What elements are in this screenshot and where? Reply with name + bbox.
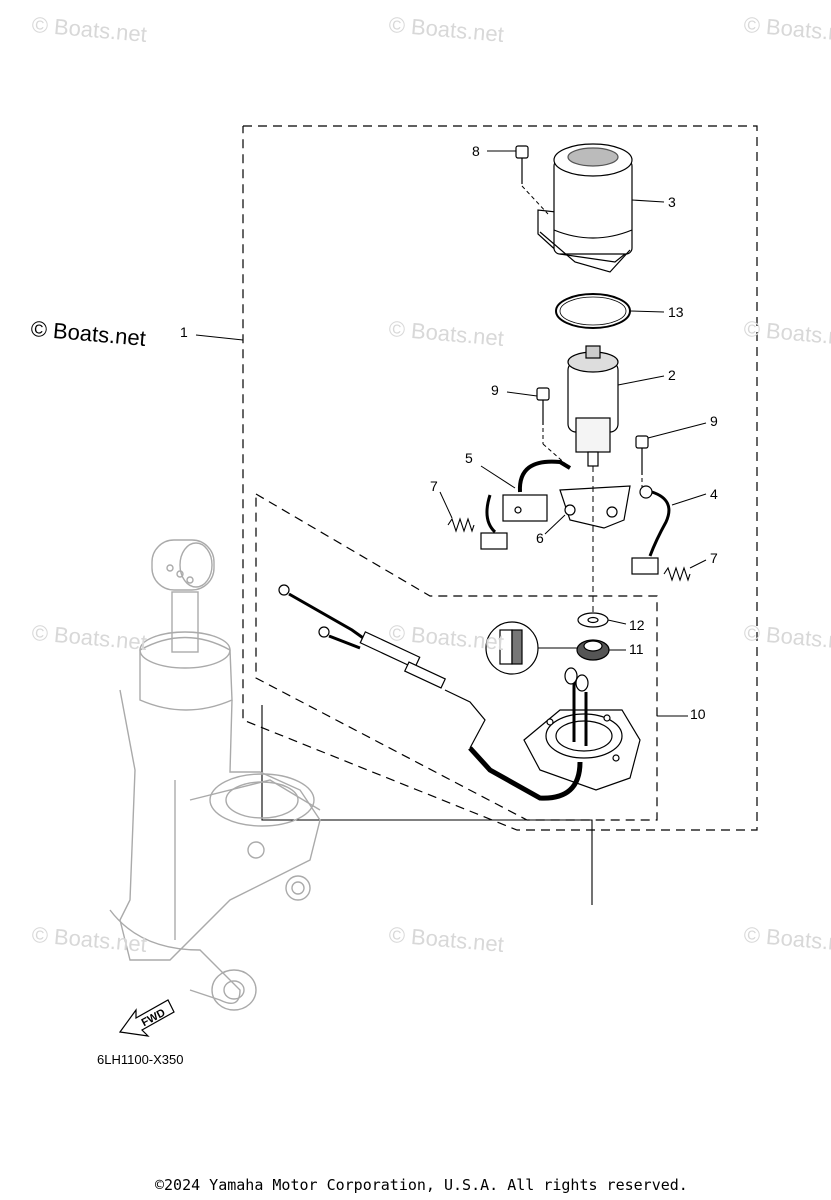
callout-6: 6 (536, 530, 544, 546)
callout-8: 8 (472, 143, 480, 159)
callout-9-right: 9 (710, 413, 718, 429)
seal-detail-inset (485, 621, 577, 675)
brush-holder-5 (480, 459, 572, 550)
copyright-notice: ©2024 Yamaha Motor Corporation, U.S.A. A… (155, 1176, 688, 1194)
screw-9-left (506, 387, 569, 467)
leader-1 (195, 334, 244, 341)
o-ring (555, 293, 665, 329)
washer-12 (577, 612, 627, 628)
brush-4 (631, 485, 707, 575)
motor-housing (537, 143, 633, 273)
screw-8 (487, 145, 549, 215)
callout-1: 1 (180, 324, 188, 340)
spring-7-right (663, 559, 707, 582)
callout-9-left: 9 (491, 382, 499, 398)
callout-10: 10 (690, 706, 706, 722)
fwd-arrow-icon (118, 999, 175, 1037)
seal-11 (576, 639, 626, 661)
callout-3: 3 (668, 194, 676, 210)
end-plate-10 (468, 667, 688, 801)
callout-7-right: 7 (710, 550, 718, 566)
callout-11: 11 (629, 641, 644, 657)
connection-line (261, 705, 593, 905)
callout-13: 13 (668, 304, 684, 320)
brush-plate-6 (544, 485, 631, 535)
callout-7-left: 7 (430, 478, 438, 494)
callout-5: 5 (465, 450, 473, 466)
callout-4: 4 (710, 486, 718, 502)
wire-harness (278, 584, 486, 749)
screw-9-right (635, 422, 707, 492)
spring-7-left (439, 491, 475, 533)
armature (567, 345, 665, 467)
callout-2: 2 (668, 367, 676, 383)
assembly-boundary (242, 125, 758, 831)
diagram-code: 6LH1100-X350 (97, 1052, 184, 1067)
tilt-cylinder (109, 539, 321, 1011)
callout-12: 12 (629, 617, 645, 633)
